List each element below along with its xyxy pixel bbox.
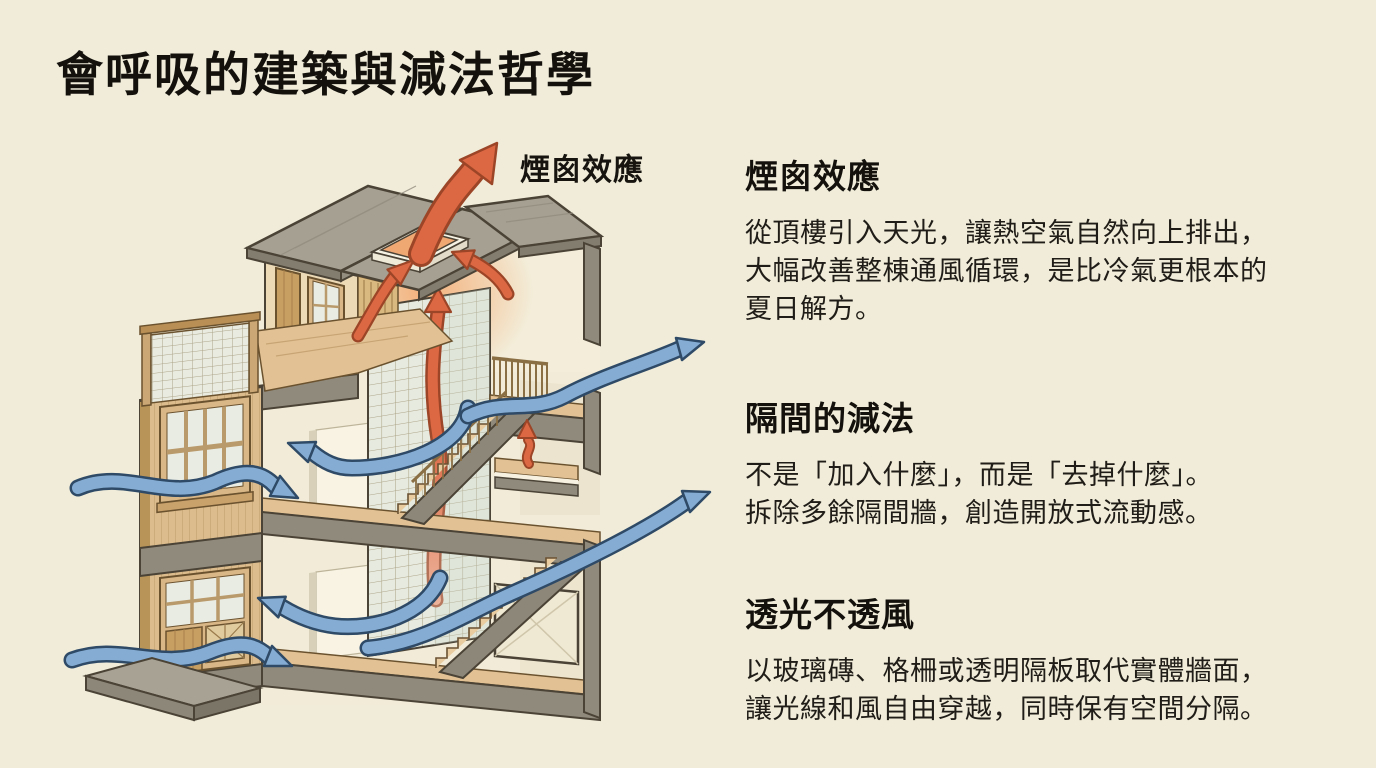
section-translucent-not-draughty: 透光不透風 以玻璃磚、格柵或透明隔板取代實體牆面， 讓光線和風自由穿越，同時保有… (745, 588, 1345, 728)
warm-arrow-left (351, 258, 416, 343)
section-body: 從頂樓引入天光，讓熱空氣自然向上排出， 大幅改善整棟通風循環，是比冷氣更根本的 … (745, 218, 1268, 324)
section-partition-subtraction: 隔間的減法 不是「加入什麼」，而是「去掉什麼」。 拆除多餘隔間牆，創造開放式流動… (745, 392, 1345, 532)
outflow-arrow-upper (459, 336, 706, 425)
terrace-deck (255, 308, 454, 392)
inflow-arrow-upper (69, 464, 300, 500)
chimney-effect-annotation: 煙囪效應 (520, 153, 644, 187)
warm-air-arrows (351, 141, 537, 469)
top-floor-railing (491, 356, 549, 402)
section-body: 不是「加入什麼」，而是「去掉什麼」。 拆除多餘隔間牆，創造開放式流動感。 (745, 460, 1213, 528)
cool-air-arrows (63, 336, 712, 669)
warm-arrow-right (450, 249, 515, 301)
section-heading: 透光不透風 (745, 596, 915, 633)
section-body: 以玻璃磚、格柵或透明隔板取代實體牆面， 讓光線和風自由穿越，同時保有空間分隔。 (745, 656, 1268, 724)
page-title: 會呼吸的建築與減法哲學 (56, 48, 595, 101)
left-facade (139, 385, 263, 681)
info-panel: 煙囪效應 從頂樓引入天光，讓熱空氣自然向上排出， 大幅改善整棟通風循環，是比冷氣… (745, 150, 1345, 728)
building-cutaway-illustration: 煙囪效應 (63, 141, 712, 722)
outflow-arrow-lower (359, 489, 712, 657)
small-warm-arrow (517, 419, 537, 469)
section-heading: 煙囪效應 (745, 158, 881, 195)
roof-terrace (139, 308, 454, 407)
mezzanine-platform (494, 457, 579, 497)
interior-arrow-upper (286, 399, 477, 477)
interior-arrow-lower (256, 569, 449, 636)
chimney-exit-arrow (408, 141, 499, 267)
section-chimney-effect: 煙囪效應 從頂樓引入天光，讓熱空氣自然向上排出， 大幅改善整棟通風循環，是比冷氣… (745, 150, 1345, 328)
mid-slab-band (139, 531, 263, 578)
inflow-arrow-lower (63, 636, 294, 669)
entry-step (82, 656, 264, 722)
terrace-parapet-glass-blocks (139, 311, 261, 407)
section-heading: 隔間的減法 (745, 400, 915, 437)
